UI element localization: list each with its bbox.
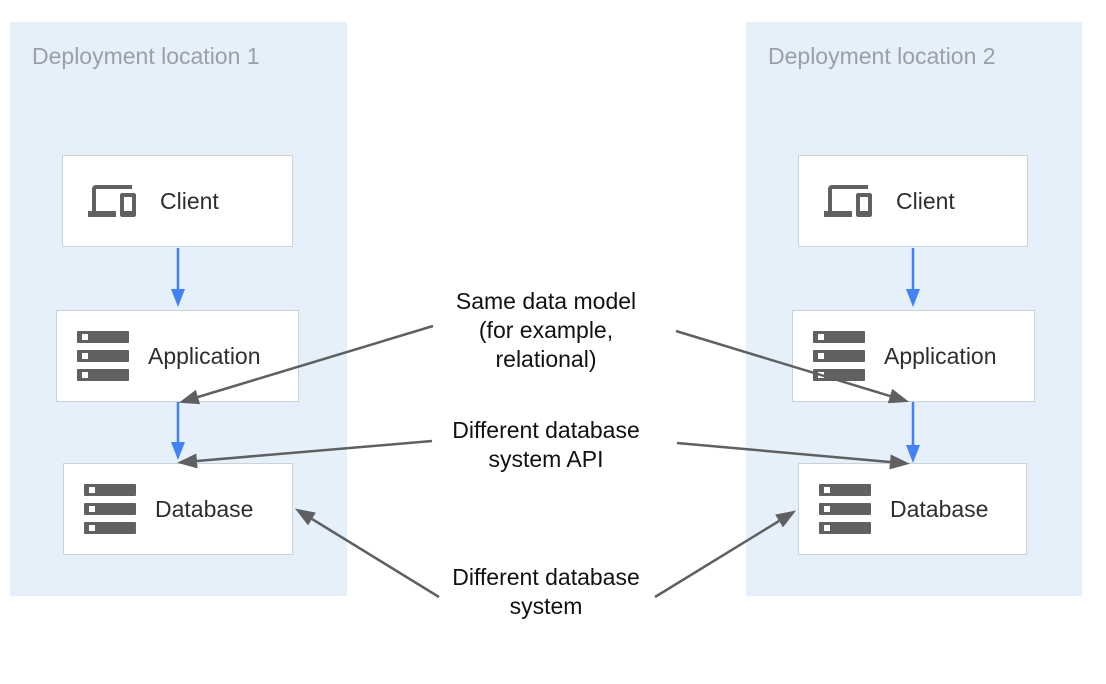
node-label: Client [896, 187, 955, 214]
stacked-servers-icon [819, 484, 871, 534]
panel-title: Deployment location 1 [32, 43, 260, 69]
client-node-2: Client [798, 155, 1028, 247]
node-label: Application [884, 342, 997, 369]
panel-title: Deployment location 2 [768, 43, 996, 69]
application-node-2: Application [792, 310, 1035, 402]
node-label: Client [160, 187, 219, 214]
node-label: Database [155, 495, 254, 522]
devices-icon [819, 177, 877, 225]
annotation-different-database-system: Different database system [452, 564, 640, 619]
application-node-1: Application [56, 310, 299, 402]
stacked-servers-icon [77, 331, 129, 381]
stacked-servers-icon [84, 484, 136, 534]
node-label: Database [890, 495, 989, 522]
stacked-servers-icon [813, 331, 865, 381]
node-label: Application [148, 342, 261, 369]
annotation-different-database-system-api: Different database system API [452, 417, 640, 472]
devices-icon [83, 177, 141, 225]
annotation-same-data-model: Same data model (for example, relational… [455, 288, 637, 372]
client-node-1: Client [62, 155, 293, 247]
database-node-2: Database [798, 463, 1027, 555]
database-node-1: Database [63, 463, 293, 555]
